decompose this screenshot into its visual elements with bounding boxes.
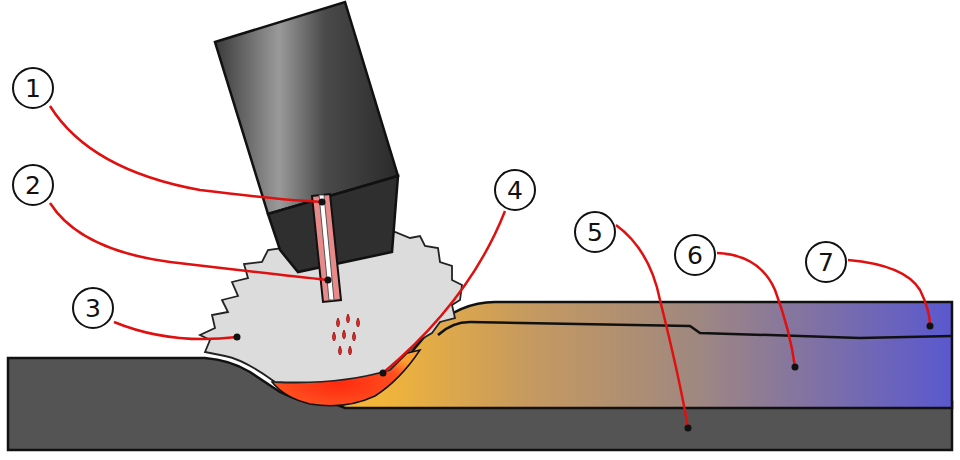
contact-tube [312, 194, 341, 302]
slag-line [438, 322, 952, 338]
callout-number: 4 [494, 169, 536, 211]
electrode-wire [319, 195, 334, 300]
torch-body [215, 2, 398, 214]
leader-dots [234, 199, 934, 432]
callout-number: 5 [574, 211, 616, 253]
callout-number: 2 [12, 164, 54, 206]
callout-number: 7 [805, 241, 847, 283]
leader-lines [50, 106, 930, 428]
callout-number: 1 [12, 67, 54, 109]
callout-number: 6 [674, 234, 716, 276]
callout-number: 3 [72, 287, 114, 329]
metal-droplets [333, 314, 360, 355]
